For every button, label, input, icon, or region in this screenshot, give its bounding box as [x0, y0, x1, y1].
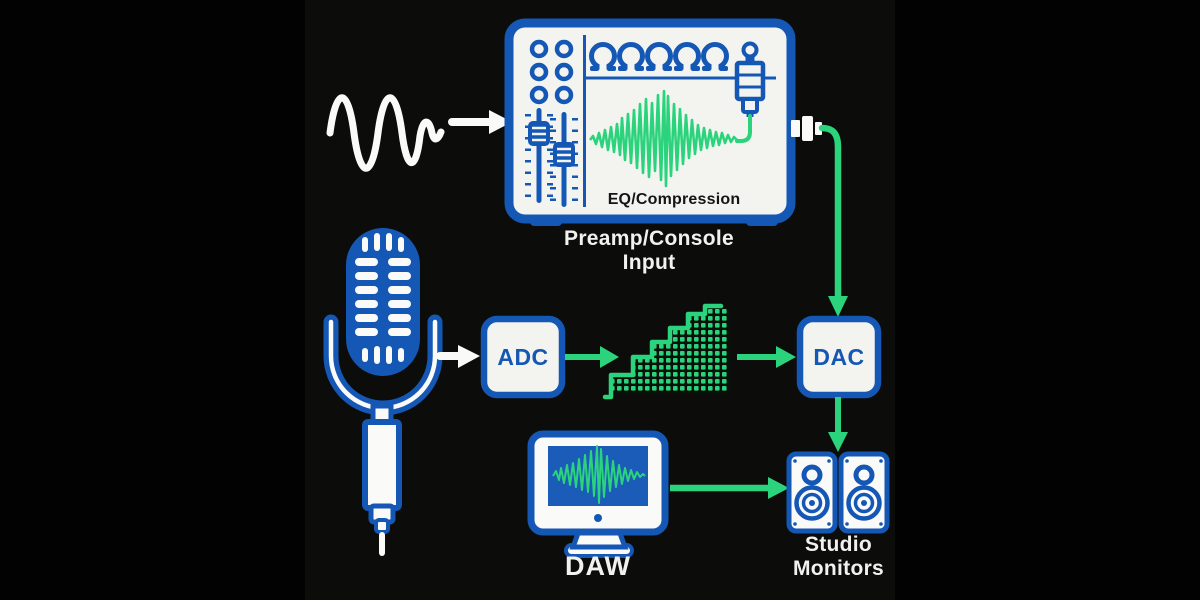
preamp-label-line2: Input	[622, 251, 676, 274]
studio-monitors-icon	[786, 451, 890, 534]
jack-plug-icon	[734, 41, 766, 117]
monitors-label-line2: Monitors	[792, 557, 885, 580]
dac-label: DAC	[813, 344, 865, 370]
preamp-waveform	[588, 89, 738, 188]
daw-label: DAW	[565, 551, 631, 581]
fader-handle	[528, 121, 575, 167]
daw-waveform	[552, 445, 646, 504]
daw-monitor-icon	[527, 430, 669, 558]
dac-to-monitors-arrow	[828, 397, 848, 452]
preamp-label: Preamp/Console Input	[549, 227, 749, 275]
microphone-icon	[323, 228, 443, 556]
preamp-console-icon	[504, 18, 796, 226]
dac-box	[796, 315, 882, 399]
output-connector-icon	[791, 116, 822, 141]
digital-staircase-icon	[602, 303, 729, 400]
preamp-label-line1: Preamp/Console	[564, 227, 734, 250]
jack-cable	[735, 114, 752, 143]
adc-to-digital-arrow	[565, 346, 619, 368]
digital-to-dac-arrow	[737, 346, 796, 368]
mic-to-adc-arrow	[436, 345, 480, 368]
monitors-label: Studio Monitors	[768, 533, 909, 581]
wave-to-preamp-arrow	[448, 110, 512, 134]
daw-to-monitors-arrow	[670, 477, 789, 499]
adc-box	[480, 315, 566, 399]
eq-knob-row	[589, 42, 729, 71]
speaker-icon-right	[838, 451, 890, 534]
eq-compression-label: EQ/Compression	[607, 191, 741, 208]
analog-wave-icon	[326, 94, 445, 172]
preamp-knobs	[529, 39, 574, 105]
speaker-icon-left	[786, 451, 838, 534]
adc-label: ADC	[497, 344, 549, 370]
monitors-label-line1: Studio	[804, 533, 873, 556]
preamp-to-dac-arrow	[818, 124, 848, 317]
